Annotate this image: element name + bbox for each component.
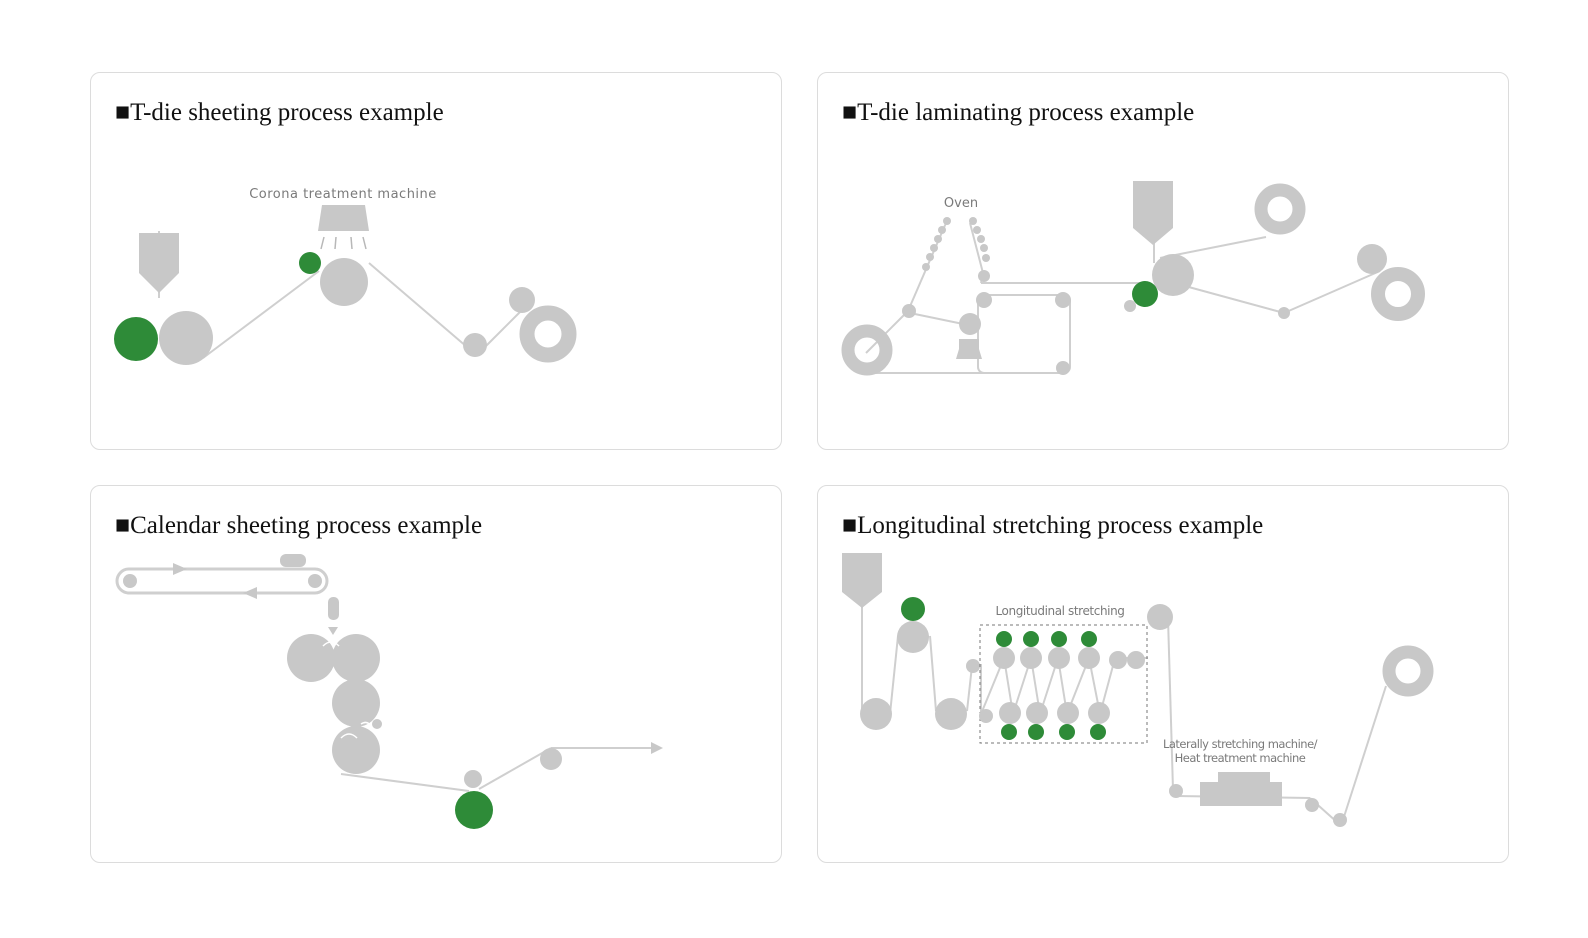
guide-roll <box>463 333 487 357</box>
winder-roll <box>1382 645 1434 697</box>
guide-roll <box>1055 292 1071 308</box>
coating-roll <box>959 313 981 335</box>
guide-roll-green <box>299 252 321 274</box>
oven-label: Oven <box>944 196 978 211</box>
winder-roll <box>1371 267 1425 321</box>
arrow-right <box>173 563 187 575</box>
conveyor-pulley <box>123 574 137 588</box>
small-roll <box>372 719 382 729</box>
touch-roll <box>509 287 535 313</box>
corona-treatment-machine <box>318 205 369 231</box>
cooling-roll <box>1152 254 1194 296</box>
guide-roll <box>1147 604 1173 630</box>
guide-roll <box>966 659 980 673</box>
roll-highlights <box>322 641 372 739</box>
panel-title: ■Calendar sheeting process example <box>115 512 483 539</box>
small-roll <box>1124 300 1136 312</box>
tdie-sheeting-diagram: Corona treatment machine <box>114 187 577 365</box>
casting-roll <box>860 698 892 730</box>
guide-roll <box>1127 651 1145 669</box>
arrow-left <box>243 587 257 599</box>
feed-chute <box>328 597 339 620</box>
t-die <box>139 233 179 293</box>
winder-roll <box>519 305 577 363</box>
panel-calendar-sheeting: ■Calendar sheeting process example <box>90 485 782 863</box>
feed-arrow <box>328 627 338 635</box>
oven <box>922 217 990 282</box>
guide-roll <box>1056 361 1070 375</box>
film-path <box>865 222 1381 374</box>
nip-roll-green <box>901 597 925 621</box>
guide-roll <box>1109 651 1127 669</box>
longitudinal-label: Longitudinal stretching <box>995 604 1124 618</box>
cooling-roll <box>159 311 213 365</box>
lateral-stretching-machine <box>1200 782 1282 806</box>
substrate-unwinder <box>1254 183 1306 235</box>
film-path <box>861 604 1387 824</box>
calendar-sheeting-diagram <box>115 554 663 829</box>
casting-roll <box>935 698 967 730</box>
guide-roll <box>464 770 482 788</box>
output-arrow <box>651 742 663 754</box>
guide-roll <box>976 292 992 308</box>
conveyor-belt <box>115 567 329 595</box>
panel-title: ■T-die sheeting process example <box>115 99 444 126</box>
tdie-laminating-diagram: Oven <box>841 181 1425 376</box>
guide-roll <box>1333 813 1347 827</box>
stretching-zone-box <box>979 624 1148 744</box>
calendar-roll <box>332 679 380 727</box>
corona-rays <box>320 236 367 250</box>
stretching-rolls-upper <box>993 631 1100 669</box>
touch-roll <box>1357 244 1387 274</box>
cooling-roll <box>897 621 929 653</box>
calendar-roll <box>332 726 380 774</box>
guide-roll <box>1169 784 1183 798</box>
stretching-rolls-lower <box>979 702 1110 740</box>
conveyor-pulley <box>308 574 322 588</box>
corona-roll <box>320 258 368 306</box>
nip-roll-green <box>114 317 158 361</box>
feeder <box>280 554 306 567</box>
nip-roll-green <box>1132 281 1158 307</box>
guide-roll <box>902 304 916 318</box>
lateral-stretching-machine-top <box>1218 772 1270 782</box>
unwinder-roll <box>841 324 893 376</box>
guide-roll <box>540 748 562 770</box>
lateral-label-line1: Laterally stretching machine/ <box>1163 737 1318 751</box>
corona-label: Corona treatment machine <box>249 187 437 202</box>
calendar-roll <box>287 634 335 682</box>
guide-roll <box>1305 798 1319 812</box>
panel-title: ■T-die laminating process example <box>842 99 1195 126</box>
panel-title: ■Longitudinal stretching process example <box>842 512 1264 539</box>
lateral-label-line2: Heat treatment machine <box>1175 751 1306 765</box>
panel-tdie-laminating: ■T-die laminating process example Oven <box>817 72 1509 450</box>
t-die <box>842 553 882 608</box>
guide-roll <box>1278 307 1290 319</box>
cooling-roll-green <box>455 791 493 829</box>
panel-longitudinal-stretching: ■Longitudinal stretching process example… <box>817 485 1509 863</box>
film-path <box>340 747 651 792</box>
panel-tdie-sheeting: ■T-die sheeting process example Corona t… <box>90 72 782 450</box>
coater-pan <box>956 339 982 359</box>
t-die <box>1133 181 1173 245</box>
calendar-roll <box>332 634 380 682</box>
longitudinal-stretching-diagram: Longitudinal stretching Laterally stretc… <box>842 553 1434 827</box>
